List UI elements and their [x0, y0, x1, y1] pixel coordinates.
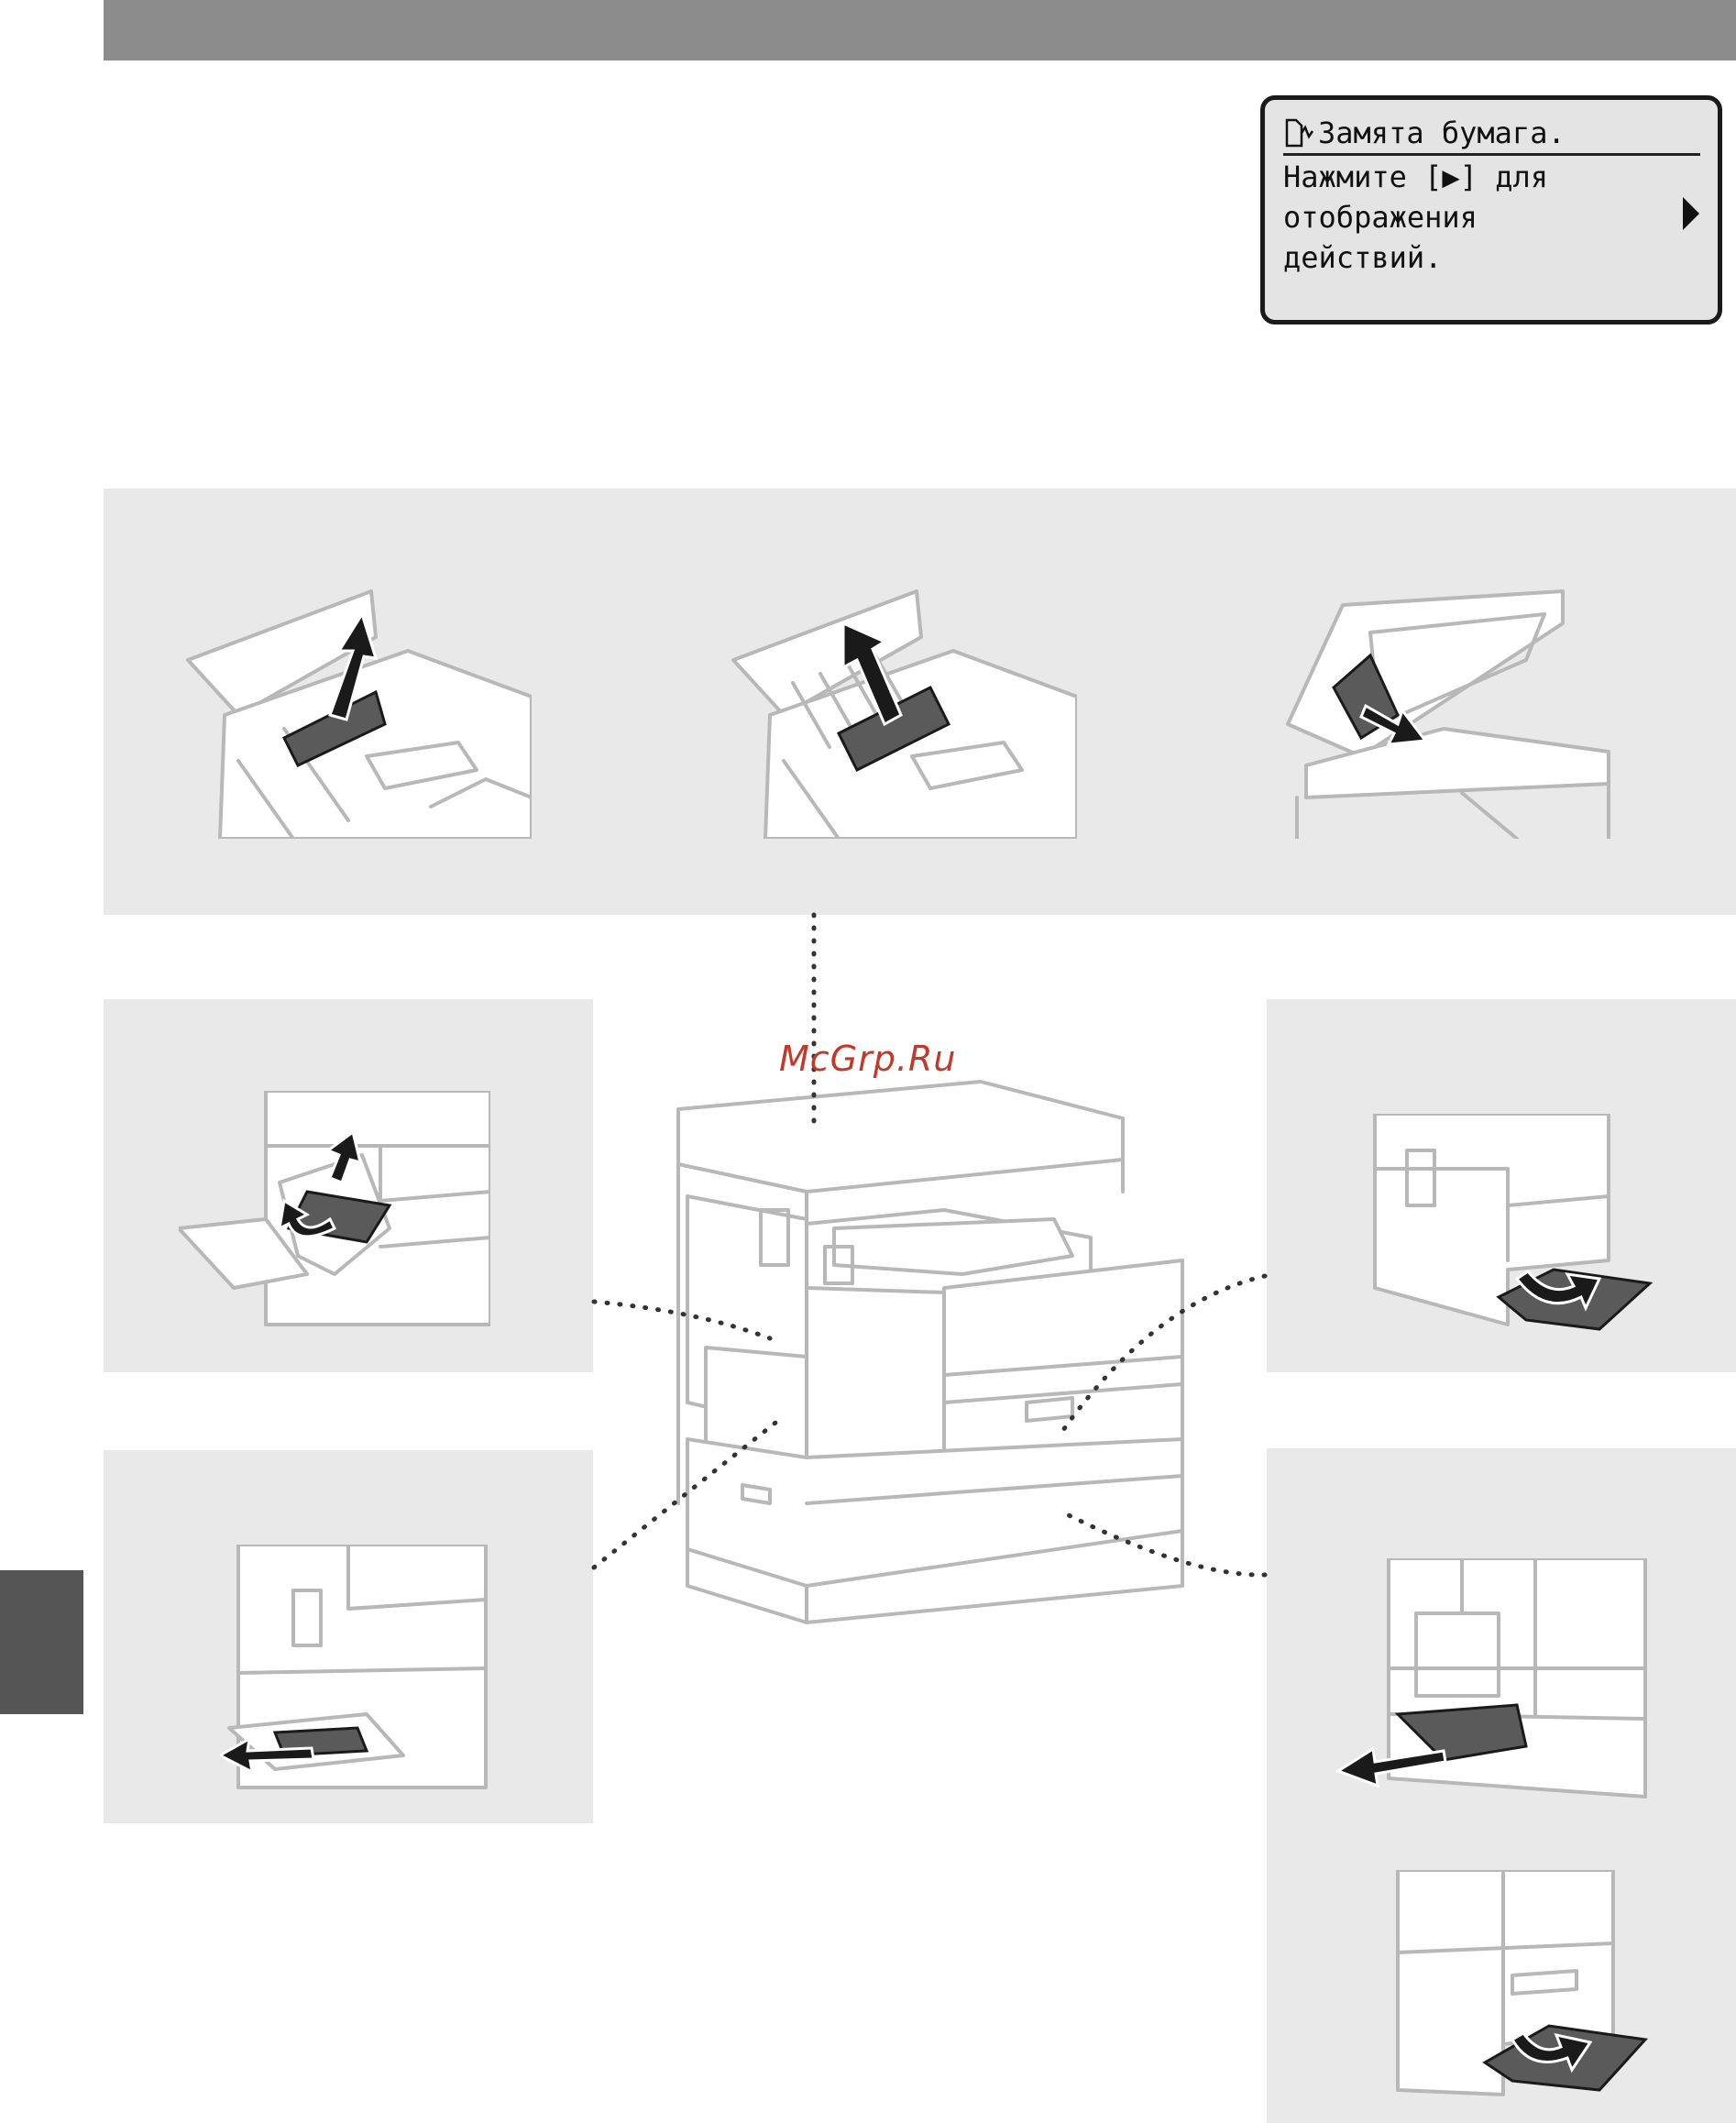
watermark-text: McGrp.Ru: [779, 1039, 956, 1079]
